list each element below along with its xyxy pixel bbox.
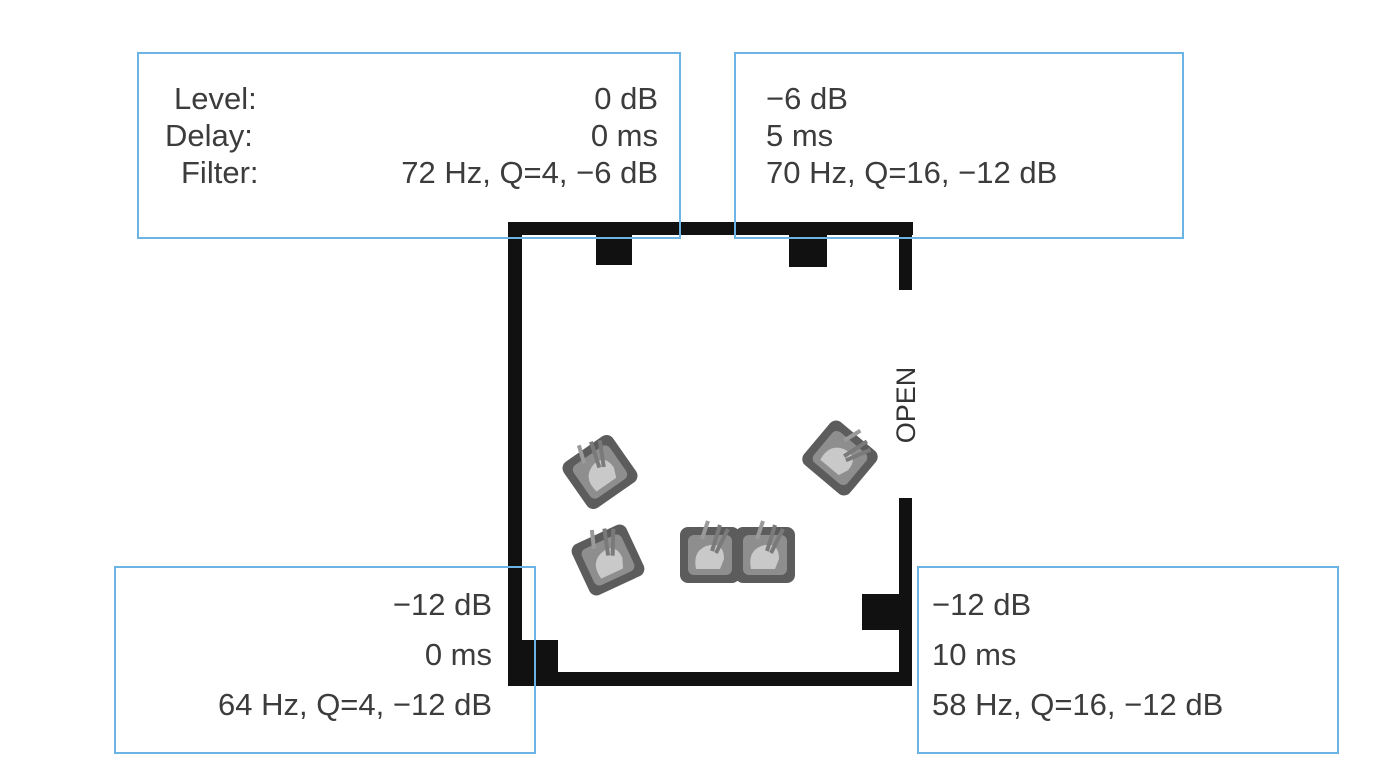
open-label: OPEN [891, 367, 921, 444]
rear-left-filter: 64 Hz, Q=4, −12 dB [217, 687, 492, 722]
front-left-filter: 72 Hz, Q=4, −6 dB [401, 155, 658, 190]
armchair-icon [733, 519, 797, 585]
wall-top [508, 222, 913, 235]
level-label: Level: [174, 81, 257, 116]
rear-right-filter: 58 Hz, Q=16, −12 dB [932, 687, 1224, 722]
front-right-filter: 70 Hz, Q=16, −12 dB [766, 155, 1058, 190]
filter-label: Filter: [181, 155, 259, 190]
armchair-icon [553, 424, 643, 515]
delay-label: Delay: [165, 118, 253, 153]
armchair-icon [678, 519, 742, 585]
armchair-icon [797, 410, 887, 501]
wall-left [508, 222, 522, 686]
wall-right-lower [899, 498, 912, 686]
rear-left-delay: 0 ms [424, 637, 492, 672]
seating [553, 410, 887, 601]
front-left-level: 0 dB [594, 81, 658, 116]
speaker-icon [522, 640, 558, 672]
rear-left-settings-box [114, 566, 536, 754]
rear-right-settings-box [917, 566, 1339, 754]
armchair-icon [564, 514, 650, 601]
speakers [522, 235, 899, 672]
front-right-delay: 5 ms [766, 118, 834, 153]
rear-left-level: −12 dB [392, 587, 492, 622]
wall-bottom [508, 672, 911, 686]
front-right-level: −6 dB [766, 81, 848, 116]
wall-right-upper [899, 222, 912, 290]
speaker-icon [596, 235, 632, 265]
front-left-delay: 0 ms [590, 118, 658, 153]
front-right-settings-box [734, 52, 1184, 239]
rear-right-delay: 10 ms [932, 637, 1017, 672]
speaker-icon [789, 235, 827, 267]
room-walls [508, 222, 913, 686]
speaker-icon [862, 594, 899, 630]
front-left-settings-box [137, 52, 681, 239]
rear-right-level: −12 dB [932, 587, 1032, 622]
